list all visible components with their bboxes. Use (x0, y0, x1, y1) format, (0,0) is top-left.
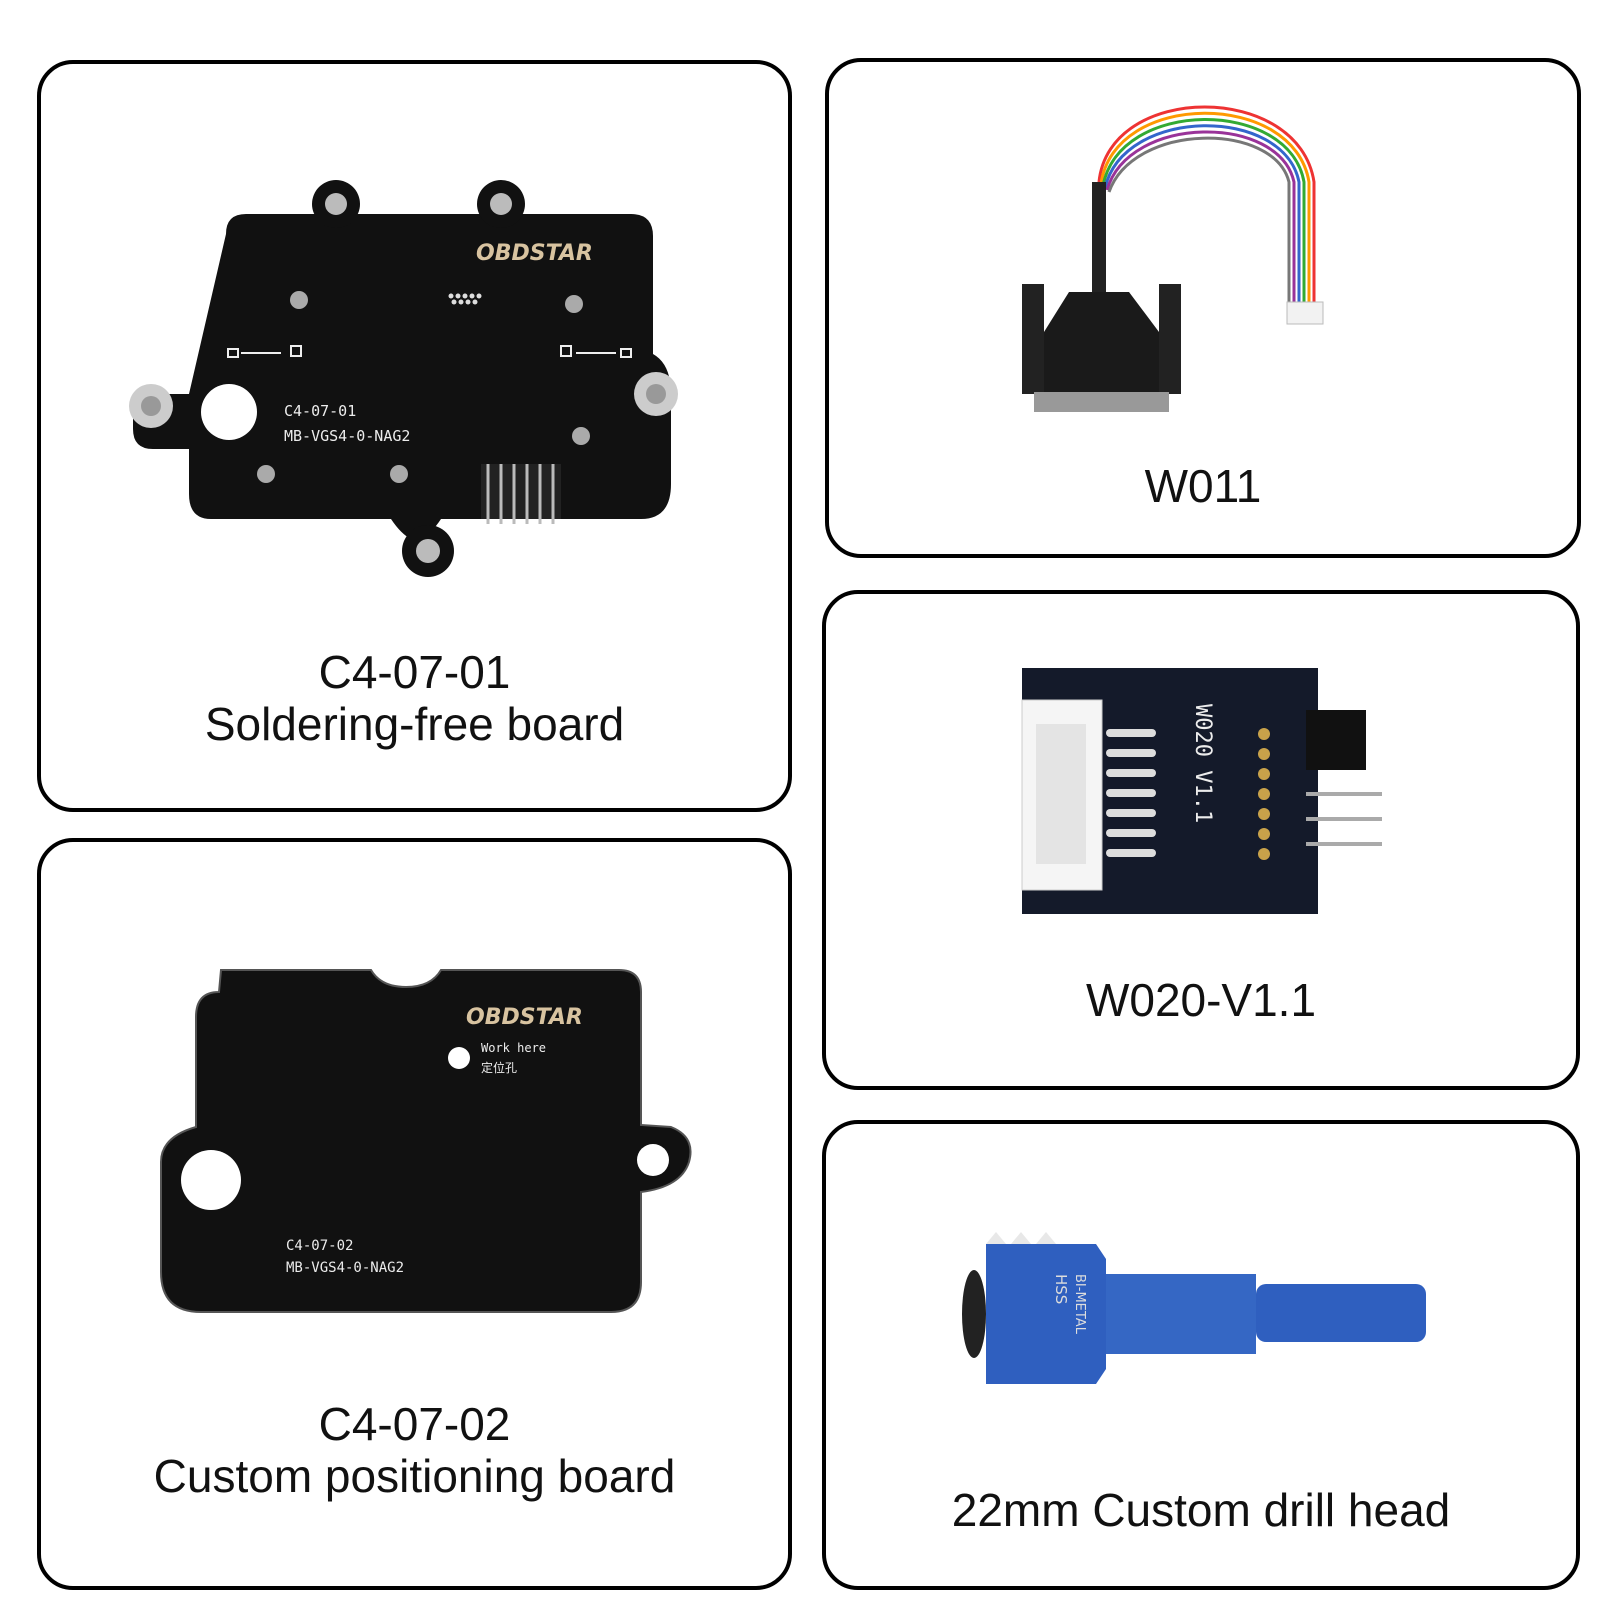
caption-code: C4-07-02 (318, 1398, 511, 1450)
product-card-c4-07-01[interactable]: OBDSTAR C4-07-01 MB-VGS4-0-NAG2 C4-07-01… (37, 60, 792, 812)
caption-code: C4-07-01 (318, 646, 511, 698)
caption-title: Soldering-free board (204, 698, 625, 750)
drill-text-hss: HSS (1052, 1274, 1070, 1304)
drill-head-image: HSS BI-METAL (962, 1232, 1426, 1384)
board-note-work-here: Work here (481, 1041, 546, 1055)
card-caption: C4-07-02 Custom positioning board (41, 1398, 788, 1502)
drill-text-bimetal: BI-METAL (1072, 1274, 1087, 1335)
caption-code: W011 (1144, 460, 1262, 512)
caption-code: W020-V1.1 (1085, 974, 1317, 1026)
w020-adapter-image: W020 V1.1 (1021, 668, 1382, 914)
caption-title: 22mm Custom drill head (951, 1484, 1451, 1536)
board-logo: OBDSTAR (476, 241, 593, 266)
card-caption: W020-V1.1 (826, 974, 1576, 1026)
product-card-w011[interactable]: W011 (825, 58, 1581, 558)
board-label-code: C4-07-01 (284, 402, 356, 420)
card-caption: 22mm Custom drill head (826, 1484, 1576, 1536)
board-silkscreen: W020 V1.1 (1190, 704, 1215, 823)
board-label-model: MB-VGS4-0-NAG2 (286, 1260, 404, 1276)
board-label-code: C4-07-02 (286, 1238, 353, 1254)
soldering-free-board-image: OBDSTAR C4-07-01 MB-VGS4-0-NAG2 (129, 180, 678, 577)
card-caption: W011 (829, 460, 1577, 512)
product-card-drill-head[interactable]: HSS BI-METAL 22mm Custom drill head (822, 1120, 1580, 1590)
board-logo: OBDSTAR (466, 1005, 583, 1030)
card-caption: C4-07-01 Soldering-free board (41, 646, 788, 750)
w011-cable-image (1022, 105, 1324, 412)
product-card-c4-07-02[interactable]: OBDSTAR Work here 定位孔 C4-07-02 MB-VGS4-0… (37, 838, 792, 1590)
caption-title: Custom positioning board (153, 1450, 676, 1502)
board-label-model: MB-VGS4-0-NAG2 (284, 427, 410, 445)
product-card-w020-v1-1[interactable]: W020 V1.1 W020-V1.1 (822, 590, 1580, 1090)
board-note-positioning-hole: 定位孔 (481, 1060, 517, 1075)
custom-positioning-board-image: OBDSTAR Work here 定位孔 C4-07-02 MB-VGS4-0… (160, 969, 692, 1313)
